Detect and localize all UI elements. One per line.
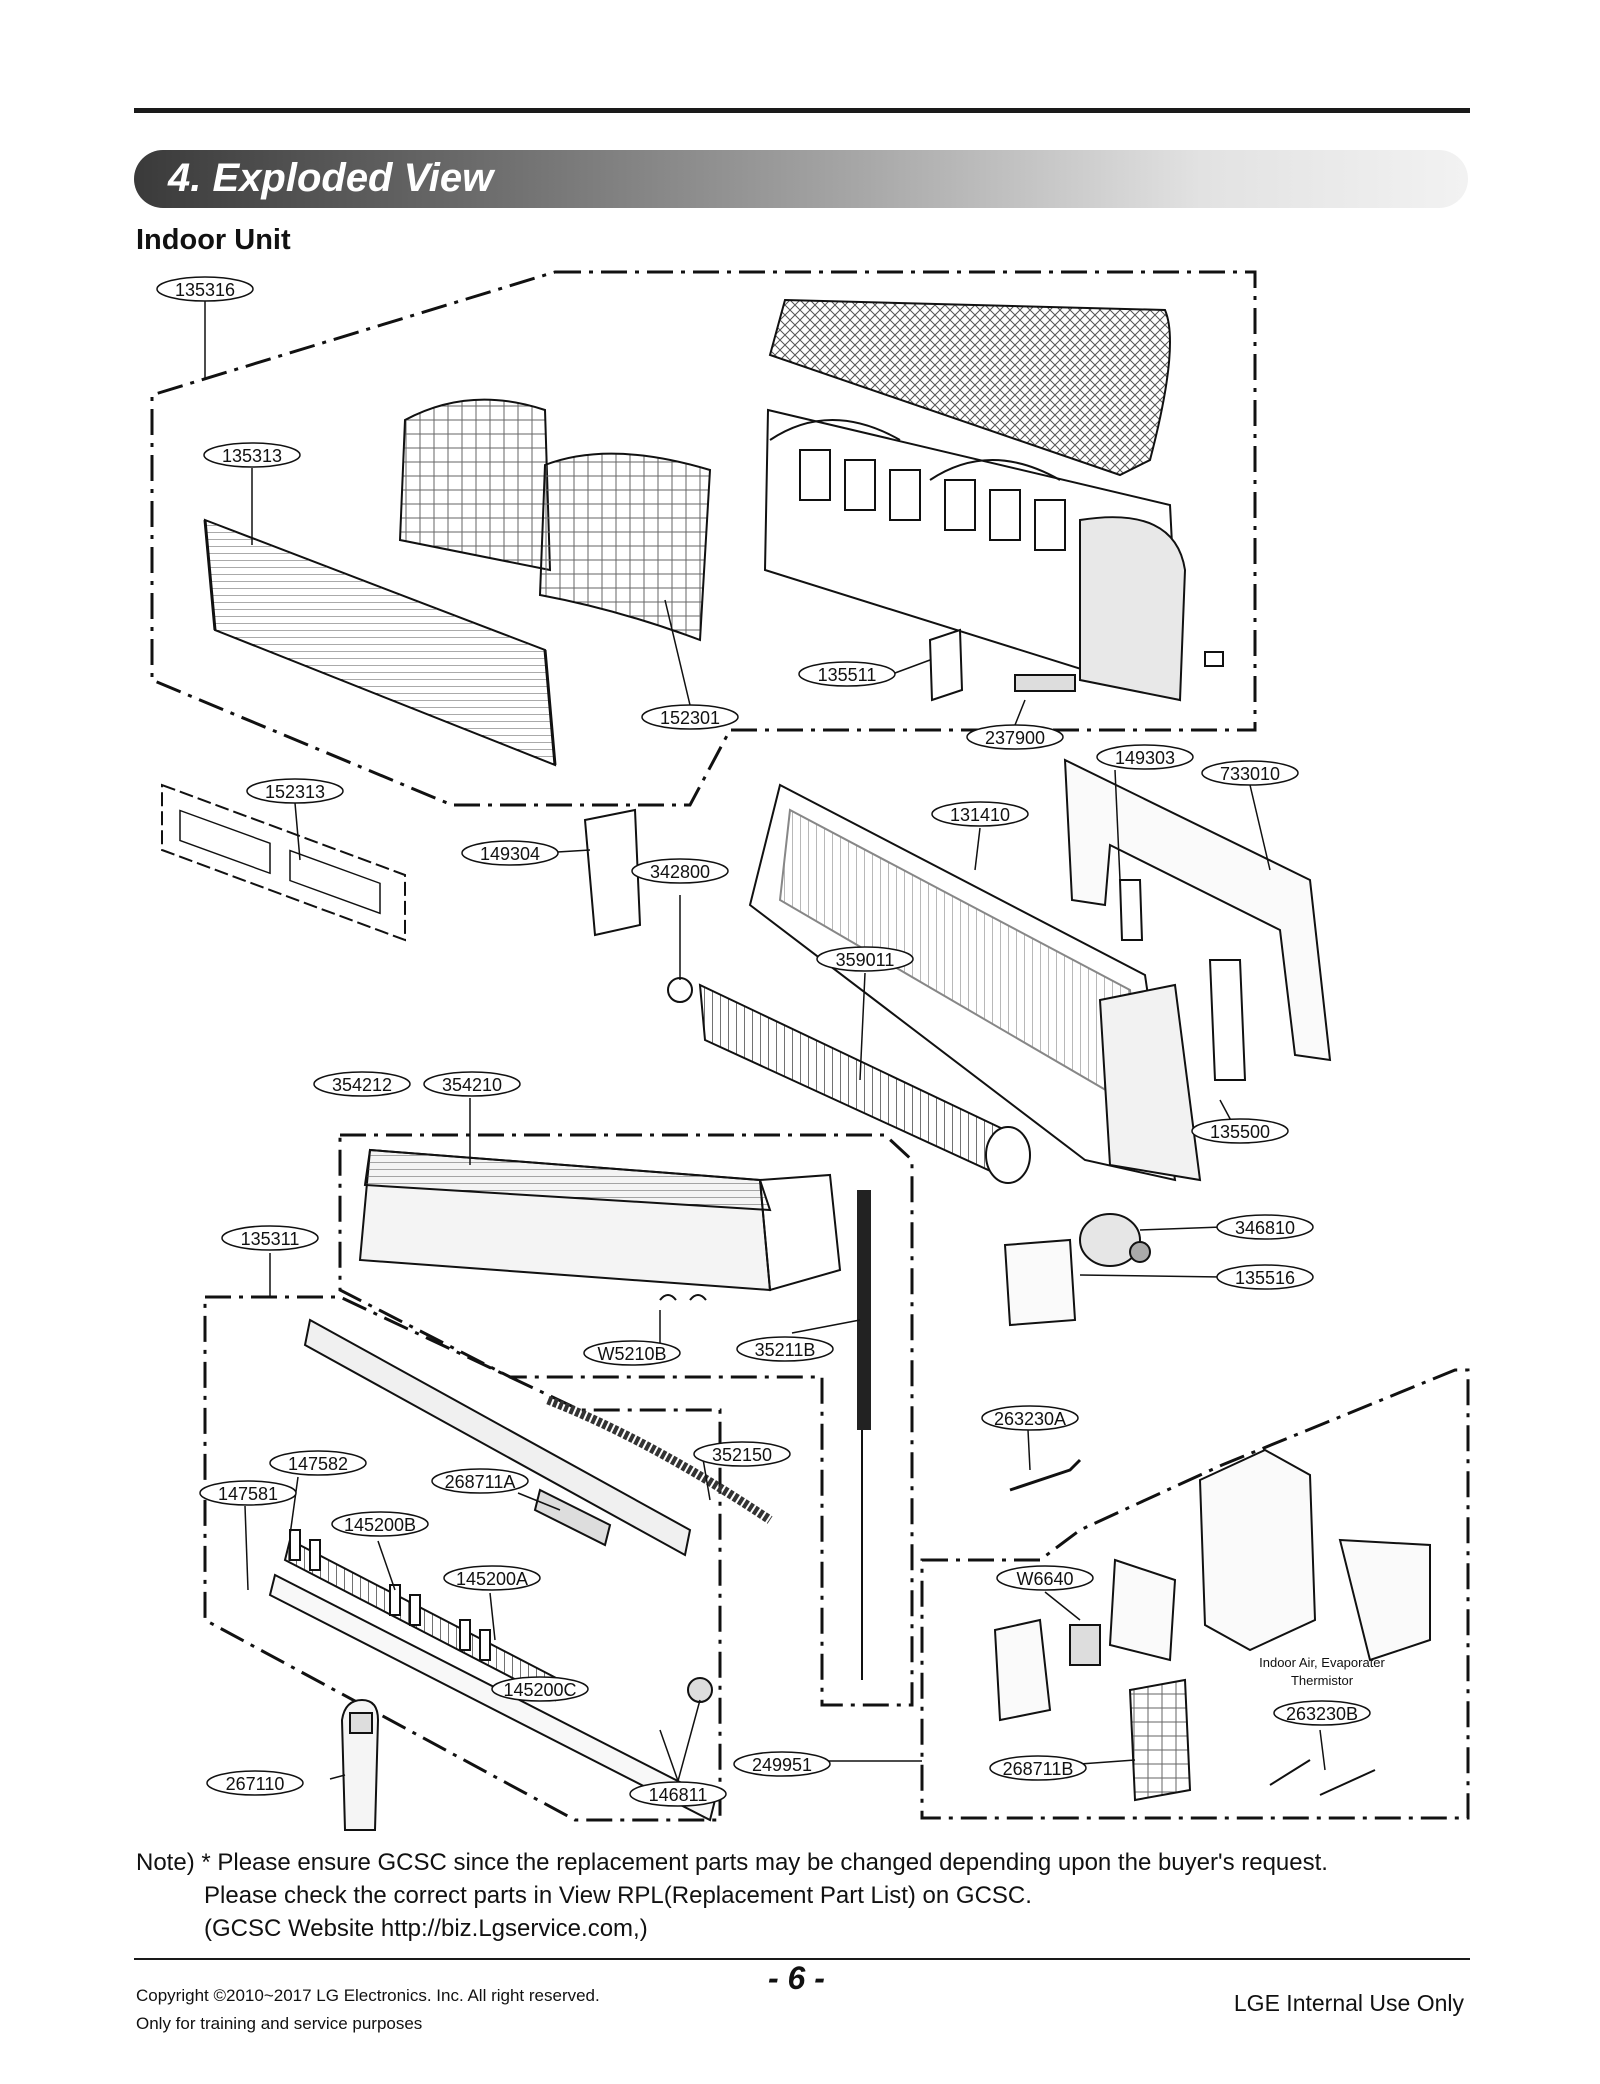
callout-346810: 346810 (1235, 1218, 1295, 1238)
leader-lines (204, 300, 1326, 1782)
callout-149303: 149303 (1115, 748, 1175, 768)
installation-plate-art (1063, 758, 1332, 1081)
callout-135516: 135516 (1235, 1268, 1295, 1288)
callout-152313: 152313 (265, 782, 325, 802)
fan-motor-art (1003, 1213, 1151, 1327)
section-header-bar: 4. Exploded View (134, 150, 1468, 208)
callout-149304: 149304 (480, 844, 540, 864)
evaporator-art (358, 1148, 842, 1292)
callout-135511: 135511 (818, 665, 877, 685)
callout-145200B: 145200B (344, 1515, 416, 1535)
callout-152301: 152301 (660, 708, 720, 728)
front-panel-group-boundary (150, 270, 1257, 807)
copyright-line-1: Copyright ©2010~2017 LG Electronics. Inc… (136, 1986, 600, 2005)
note-block: Note) * Please ensure GCSC since the rep… (136, 1846, 1328, 1945)
evap-thermistor-art (1269, 1759, 1376, 1796)
callout-145200A: 145200A (456, 1569, 528, 1589)
callout-145200C: 145200C (503, 1680, 576, 1700)
note-line-1: Note) * Please ensure GCSC since the rep… (136, 1849, 1328, 1876)
callout-146811: 146811 (649, 1785, 708, 1805)
top-rule (134, 108, 1470, 113)
thermistor-label-line2: Thermistor (1291, 1673, 1354, 1688)
callout-147581: 147581 (218, 1484, 278, 1504)
control-box-art (993, 1448, 1431, 1802)
callout-342800: 342800 (650, 862, 710, 882)
callout-35211B: 35211B (755, 1340, 816, 1360)
copyright-line-2: Only for training and service purposes (136, 2014, 423, 2033)
vane-group-boundary (203, 1295, 722, 1822)
copyright-block: Copyright ©2010~2017 LG Electronics. Inc… (136, 1982, 600, 2038)
small-parts-top (928, 628, 1224, 702)
callout-354212: 354212 (332, 1075, 392, 1095)
drain-hose-art (546, 1395, 773, 1524)
callout-359011: 359011 (836, 950, 895, 970)
callout-249951: 249951 (752, 1755, 812, 1775)
callout-268711B: 268711B (1003, 1759, 1074, 1779)
thermistor-label-line1: Indoor Air, Evaporater (1259, 1655, 1385, 1670)
front-panel-art (203, 518, 557, 767)
callout-135311: 135311 (241, 1229, 300, 1249)
callout-267110: 267110 (226, 1774, 285, 1794)
internal-use-label: LGE Internal Use Only (1233, 1990, 1464, 2016)
callout-268711A: 268711A (445, 1472, 516, 1492)
page-subtitle: Indoor Unit (136, 224, 291, 256)
section-title: 4. Exploded View (168, 156, 494, 200)
callout-147582: 147582 (288, 1454, 348, 1474)
filter-strip-art (161, 783, 406, 942)
bearing-art (667, 977, 693, 1003)
page-number: - 6 - (768, 1960, 825, 1996)
callout-263230A: 263230A (994, 1409, 1066, 1429)
callout-135313: 135313 (222, 446, 282, 466)
callout-135500: 135500 (1210, 1122, 1270, 1142)
drain-pipe-art (857, 1190, 871, 1430)
exploded-view-diagram: 135316 135313 152301 135511 237900 14930… (150, 270, 1470, 1831)
air-filter-art (398, 398, 712, 642)
vane-assembly-art (268, 1318, 717, 1822)
cross-flow-fan-art (698, 983, 1031, 1184)
callout-W6640: W6640 (1016, 1569, 1073, 1589)
callout-237900: 237900 (985, 728, 1045, 748)
part-callouts (156, 276, 1371, 1807)
callout-131410: 131410 (950, 805, 1010, 825)
room-sensor-art (1009, 1458, 1082, 1492)
side-bracket-art (583, 808, 642, 937)
front-grille-art (763, 298, 1187, 702)
remote-controller-art (340, 1698, 380, 1831)
callout-135316: 135316 (175, 280, 235, 300)
callout-354210: 354210 (442, 1075, 502, 1095)
note-line-3: (GCSC Website http://biz.Lgservice.com,) (204, 1915, 648, 1942)
callout-733010: 733010 (1220, 764, 1280, 784)
bottom-rule (134, 1958, 1470, 1960)
callout-W5210B: W5210B (597, 1344, 666, 1364)
evaporator-group-boundary (338, 1133, 914, 1707)
w5210b-clips (659, 1294, 707, 1301)
control-box-group-boundary (920, 1368, 1470, 1820)
chassis-art (748, 783, 1202, 1182)
note-line-2: Please check the correct parts in View R… (204, 1882, 1032, 1909)
callout-263230B: 263230B (1286, 1704, 1358, 1724)
callout-352150: 352150 (712, 1445, 772, 1465)
